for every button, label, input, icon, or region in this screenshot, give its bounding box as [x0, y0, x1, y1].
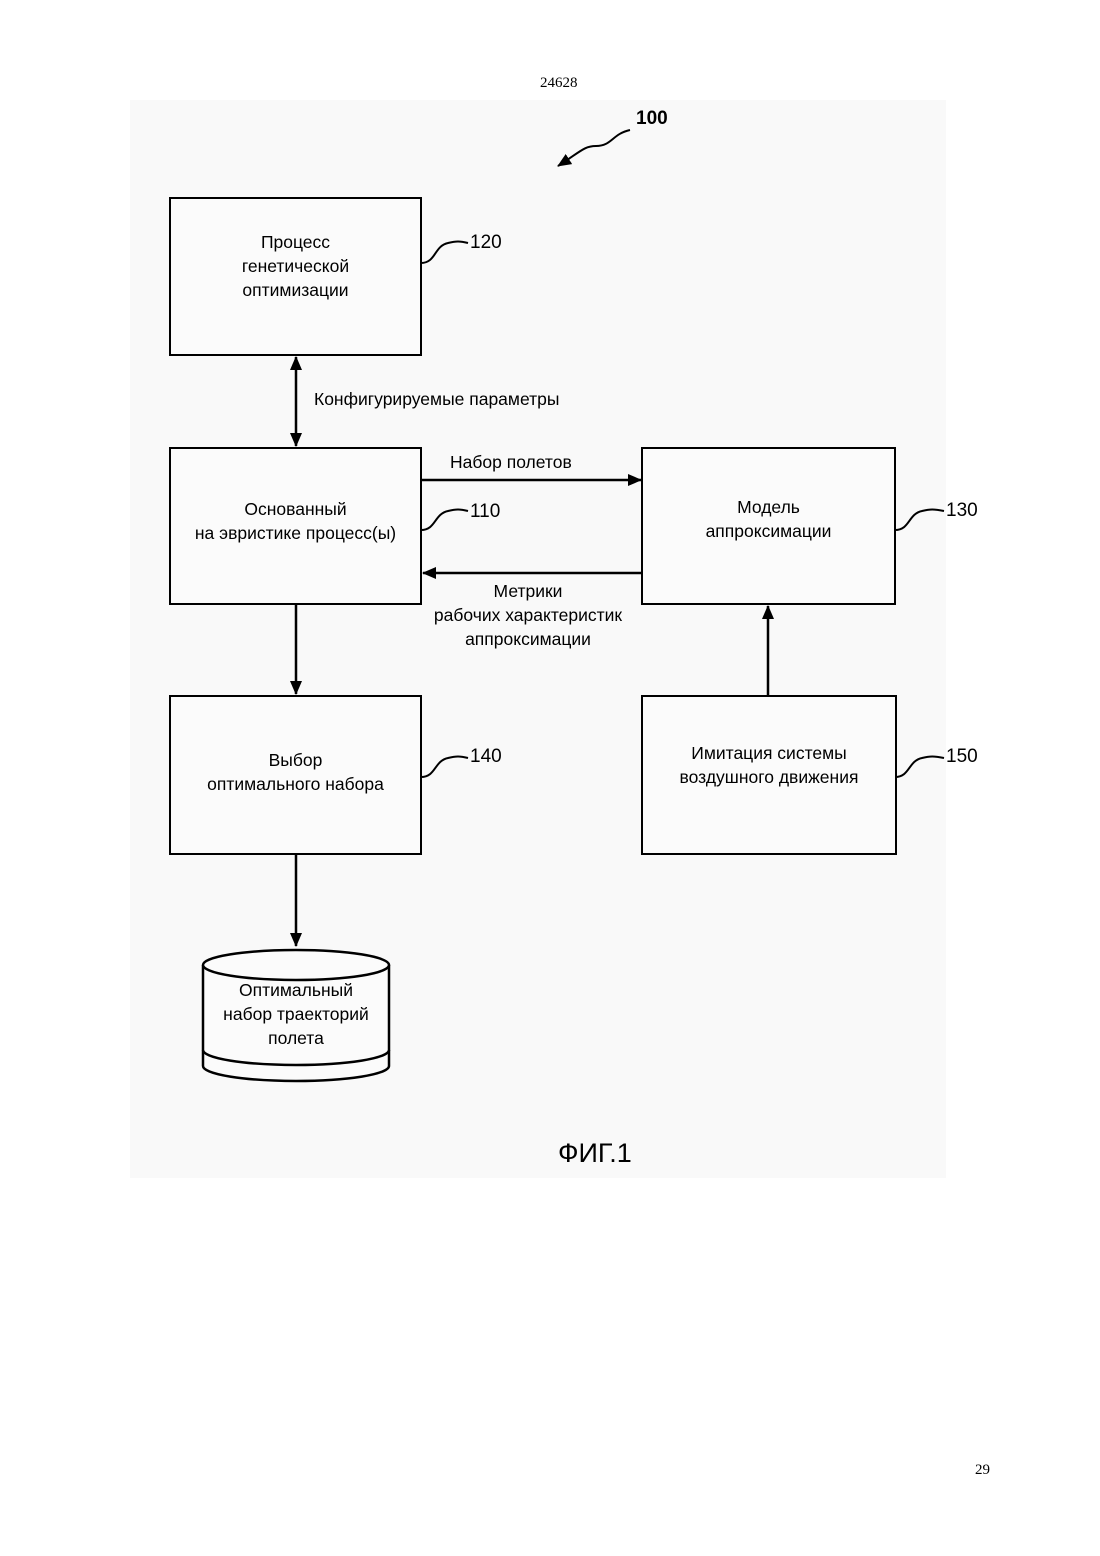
ref-140-label: 140 [470, 746, 502, 768]
optimal-set-database-text: Оптимальный набор траекторий полета [203, 978, 389, 1050]
genetic-optimization-box: Процесс генетической оптимизации [169, 197, 422, 356]
ref-100-pointer [558, 130, 630, 166]
ref-130-leader [895, 510, 944, 531]
ref-110-leader [421, 510, 468, 531]
ref-140-leader [421, 757, 468, 778]
approximation-model-text: Модель аппроксимации [643, 495, 894, 543]
atc-simulation-box: Имитация системы воздушного движения [641, 695, 897, 855]
ref-100-label: 100 [636, 108, 668, 130]
ref-120-leader [421, 242, 468, 264]
heuristic-process-box: Основанный на эвристике процесс(ы) [169, 447, 422, 605]
optimal-selection-box: Выбор оптимального набора [169, 695, 422, 855]
metrics-label: Метрики рабочих характеристик аппроксима… [410, 579, 646, 651]
heuristic-process-text: Основанный на эвристике процесс(ы) [171, 497, 420, 545]
ref-150-label: 150 [946, 746, 978, 768]
ref-130-label: 130 [946, 500, 978, 522]
genetic-optimization-text: Процесс генетической оптимизации [171, 230, 420, 302]
ref-120-label: 120 [470, 232, 502, 254]
atc-simulation-text: Имитация системы воздушного движения [643, 741, 895, 789]
approximation-model-box: Модель аппроксимации [641, 447, 896, 605]
configurable-params-label: Конфигурируемые параметры [314, 387, 559, 411]
ref-150-leader [895, 757, 944, 778]
figure-caption: ФИГ.1 [558, 1138, 632, 1169]
ref-110-label: 110 [470, 501, 500, 523]
optimal-selection-text: Выбор оптимального набора [171, 748, 420, 796]
flight-set-label: Набор полетов [450, 450, 572, 474]
